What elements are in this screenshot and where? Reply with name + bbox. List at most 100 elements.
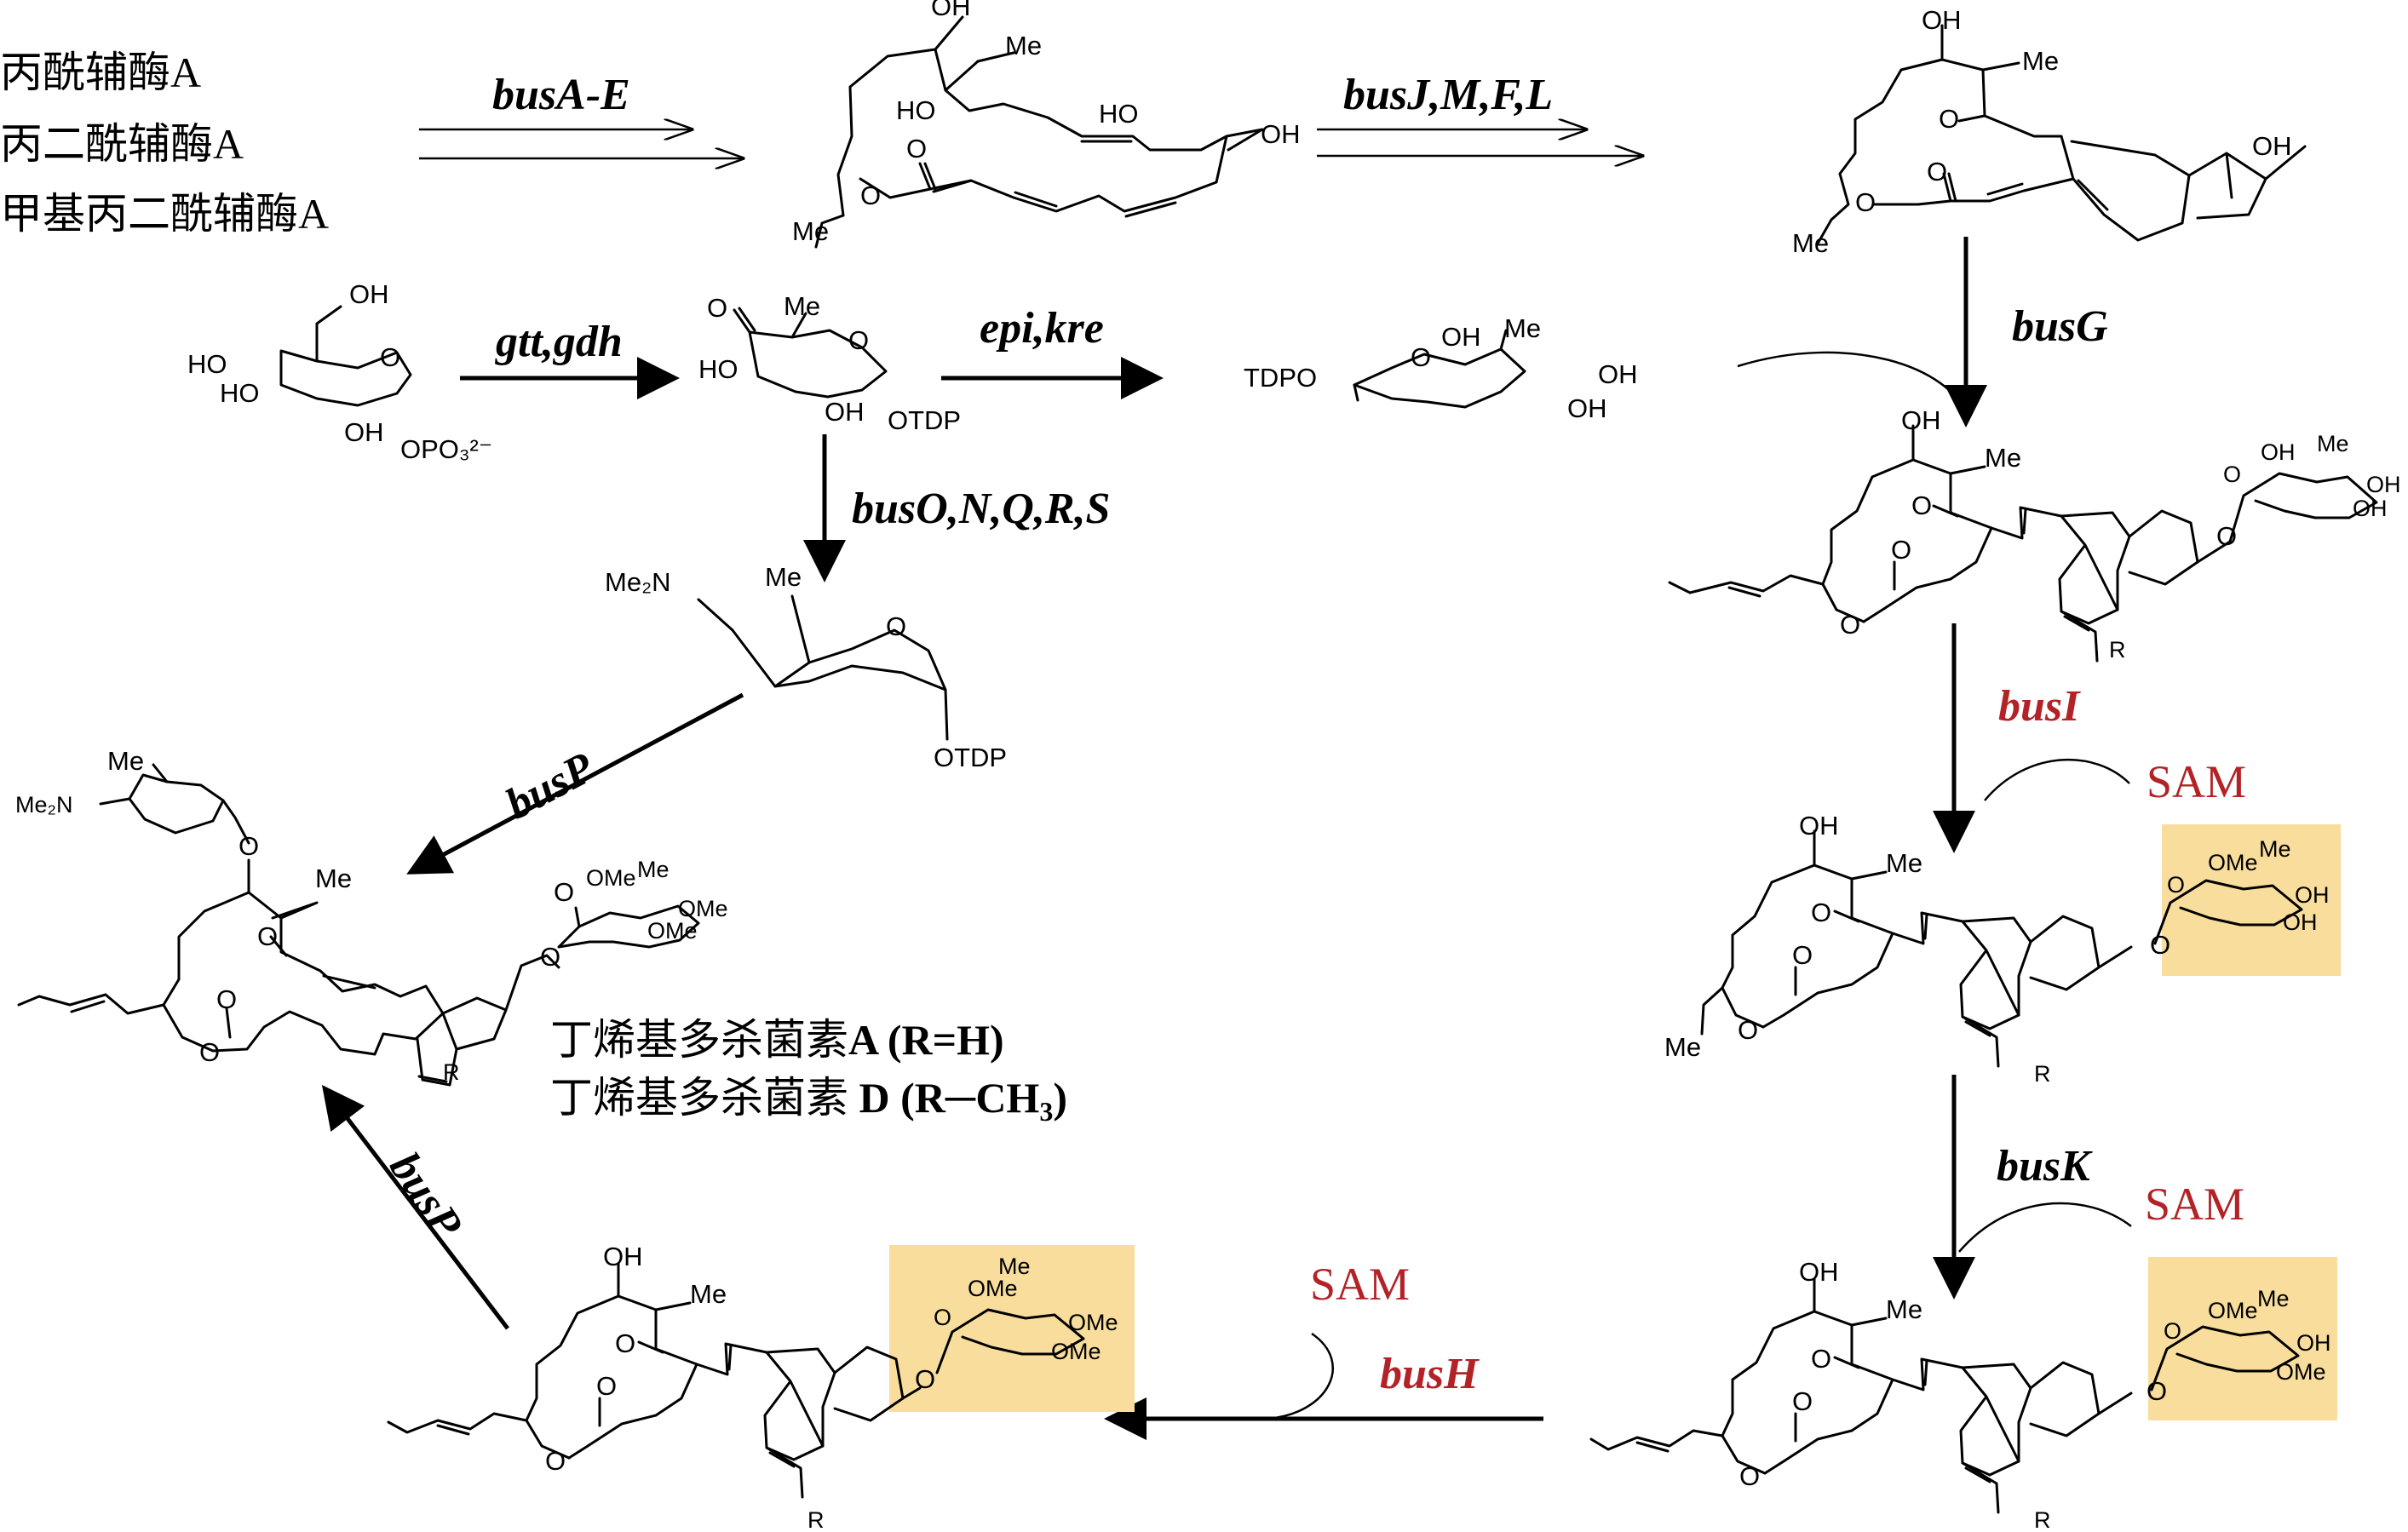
label-O-carbonyl: O (906, 134, 927, 164)
final-product-butenyl-spinosyn: Me Me₂N O Me O O O R O O OMe Me OMe OMe (15, 746, 728, 1087)
label-OH-2: OH (344, 417, 384, 447)
cofactor-SAM-3: SAM (1310, 1259, 1410, 1310)
label-O-link: O (915, 1364, 935, 1394)
starting-materials: 丙酰辅酶A 丙二酰辅酶A 甲基丙二酰辅酶A (0, 49, 329, 238)
label-Me2N: Me₂N (15, 792, 73, 818)
product-name-A-text: 丁烯基多杀菌素 (550, 1016, 848, 1064)
enzyme-busP-lower: busP (380, 1145, 472, 1248)
enzyme-busAE: busA-E (492, 71, 630, 119)
macrolactone-intermediate-1: OH Me HO HO OH O O Me (792, 0, 1301, 249)
label-O-ketone: O (1811, 898, 1831, 927)
label-Me-ethyl: Me (1792, 228, 1829, 258)
arrow-busONQRS: busO,N,Q,R,S (803, 434, 1110, 582)
label-OH-top: OH (931, 0, 971, 21)
label-Me: Me (1886, 1294, 1922, 1324)
highlight-rhamnose-1 (2162, 824, 2341, 976)
label-OMe-2: OMe (1068, 1310, 1118, 1335)
label-OH: OH (1441, 322, 1481, 352)
keto-deoxy-sugar-tdp: O Me O HO OH OTDP (698, 291, 961, 435)
label-OMe-1: OMe (586, 865, 636, 891)
label-OTDP: OTDP (888, 405, 961, 435)
label-Me2N: Me₂N (605, 567, 671, 597)
label-R: R (2034, 1061, 2051, 1087)
label-O-lactone: O (1792, 940, 1813, 970)
arrow-busP-upper: busP (406, 692, 744, 875)
label-O-ketone: O (1939, 104, 1959, 134)
label-R: R (2109, 637, 2126, 663)
label-Me-top: Me (1005, 31, 1042, 60)
tri-methylated-aglycone: OH Me O O O R O O OMe Me OMe OMe (387, 1242, 1135, 1532)
label-R: R (807, 1507, 825, 1532)
mono-methylated-intermediate: OH Me O O O Me R O O OMe Me OH OH (1664, 811, 2341, 1087)
label-O-ring: O (2167, 872, 2185, 898)
highlight-rhamnose-2 (2148, 1257, 2337, 1420)
label-OH: OH (825, 397, 865, 427)
rhamnose-tdp: TDPO O OH Me OH OH (1244, 313, 1638, 423)
label-OH: OH (603, 1242, 643, 1271)
label-OH: OH (1901, 405, 1941, 435)
label-Me: Me (315, 864, 352, 893)
label-O-ketone: O (1911, 491, 1932, 520)
enzyme-busH: busH (1380, 1350, 1480, 1398)
enzyme-busP-upper: busP (498, 743, 602, 829)
label-OH: OH (1922, 5, 1962, 35)
cofactor-SAM-1: SAM (2147, 756, 2246, 807)
label-OPO3: OPO₃²⁻ (400, 434, 492, 464)
label-OMe-1: OMe (2208, 1298, 2258, 1323)
product-name-D-variant-b: CH (975, 1074, 1039, 1122)
label-Me: Me (2022, 46, 2059, 76)
label-O-ester: O (1738, 1015, 1758, 1045)
label-O-link: O (540, 942, 560, 972)
arrow-busI: busI SAM (1933, 623, 2246, 853)
arrow-busP-lower: busP (321, 1085, 509, 1330)
label-OH-1: OH (2261, 439, 2296, 465)
label-OH: OH (1799, 1257, 1839, 1287)
label-HO-1: HO (896, 95, 936, 125)
di-methylated-intermediate: OH Me O O O R O O OMe Me OH OMe (1589, 1257, 2337, 1532)
label-OMe-2: OMe (678, 896, 728, 921)
label-OH: OH (2296, 1330, 2331, 1356)
label-OH: OH (1799, 811, 1839, 841)
label-Me-forosamine: Me (107, 746, 144, 776)
label-OH-2: OH (2283, 909, 2318, 935)
label-Me-rha: Me (2317, 431, 2349, 456)
enzyme-busONQRS: busO,N,Q,R,S (852, 485, 1110, 533)
label-OH-2: OH (1598, 359, 1638, 389)
tricyclic-aglycone: OH Me O OH O O Me (1792, 5, 2307, 258)
label-O-lactone: O (216, 984, 237, 1014)
label-TDPO: TDPO (1244, 363, 1317, 393)
product-name-D: 丁烯基多杀菌素 D (R─CH3) (550, 1074, 1067, 1127)
label-OH-3: OH (1567, 393, 1607, 423)
arrow-busAE: busA-E (419, 71, 743, 158)
arrow-busH: SAM busH (1104, 1259, 1543, 1440)
label-OH-right: OH (1261, 119, 1301, 149)
product-name-D-text: 丁烯基多杀菌素 (550, 1074, 859, 1122)
enzyme-busI: busI (1998, 682, 2081, 731)
arrow-busJMFL: busJ,M,F,L (1317, 71, 1642, 156)
label-O-ester: O (1855, 187, 1876, 217)
label-O-lactone: O (596, 1371, 617, 1401)
label-O-link: O (2147, 1376, 2167, 1406)
label-Me-ethyl: Me (1664, 1032, 1701, 1062)
starting-material-3: 甲基丙二酰辅酶A (0, 190, 329, 238)
label-O-ring: O (886, 611, 906, 641)
arrow-epi-kre: epi,kre (941, 304, 1164, 399)
label-OH-3: OH (2353, 496, 2388, 521)
label-O-ring: O (1411, 342, 1431, 372)
starting-material-2: 丙二酰辅酶A (0, 120, 244, 168)
label-O-glycoside: O (239, 831, 259, 861)
label-O-ketone: O (257, 921, 278, 951)
label-HO-1: HO (187, 349, 227, 379)
label-O-ring: O (848, 325, 869, 355)
label-Me: Me (765, 562, 802, 592)
label-OMe-3: OMe (647, 918, 698, 944)
enzyme-gtt-gdh: gtt,gdh (495, 318, 623, 366)
arrow-busK: busK SAM (1933, 1075, 2244, 1300)
arrow-gtt-gdh: gtt,gdh (460, 318, 680, 399)
label-Me-rha: Me (637, 857, 670, 882)
forosamine-tdp: Me₂N Me O OTDP (605, 562, 1007, 772)
label-Me: Me (1504, 313, 1541, 343)
label-Me: Me (1985, 443, 2021, 473)
label-O-ring: O (2164, 1318, 2181, 1344)
